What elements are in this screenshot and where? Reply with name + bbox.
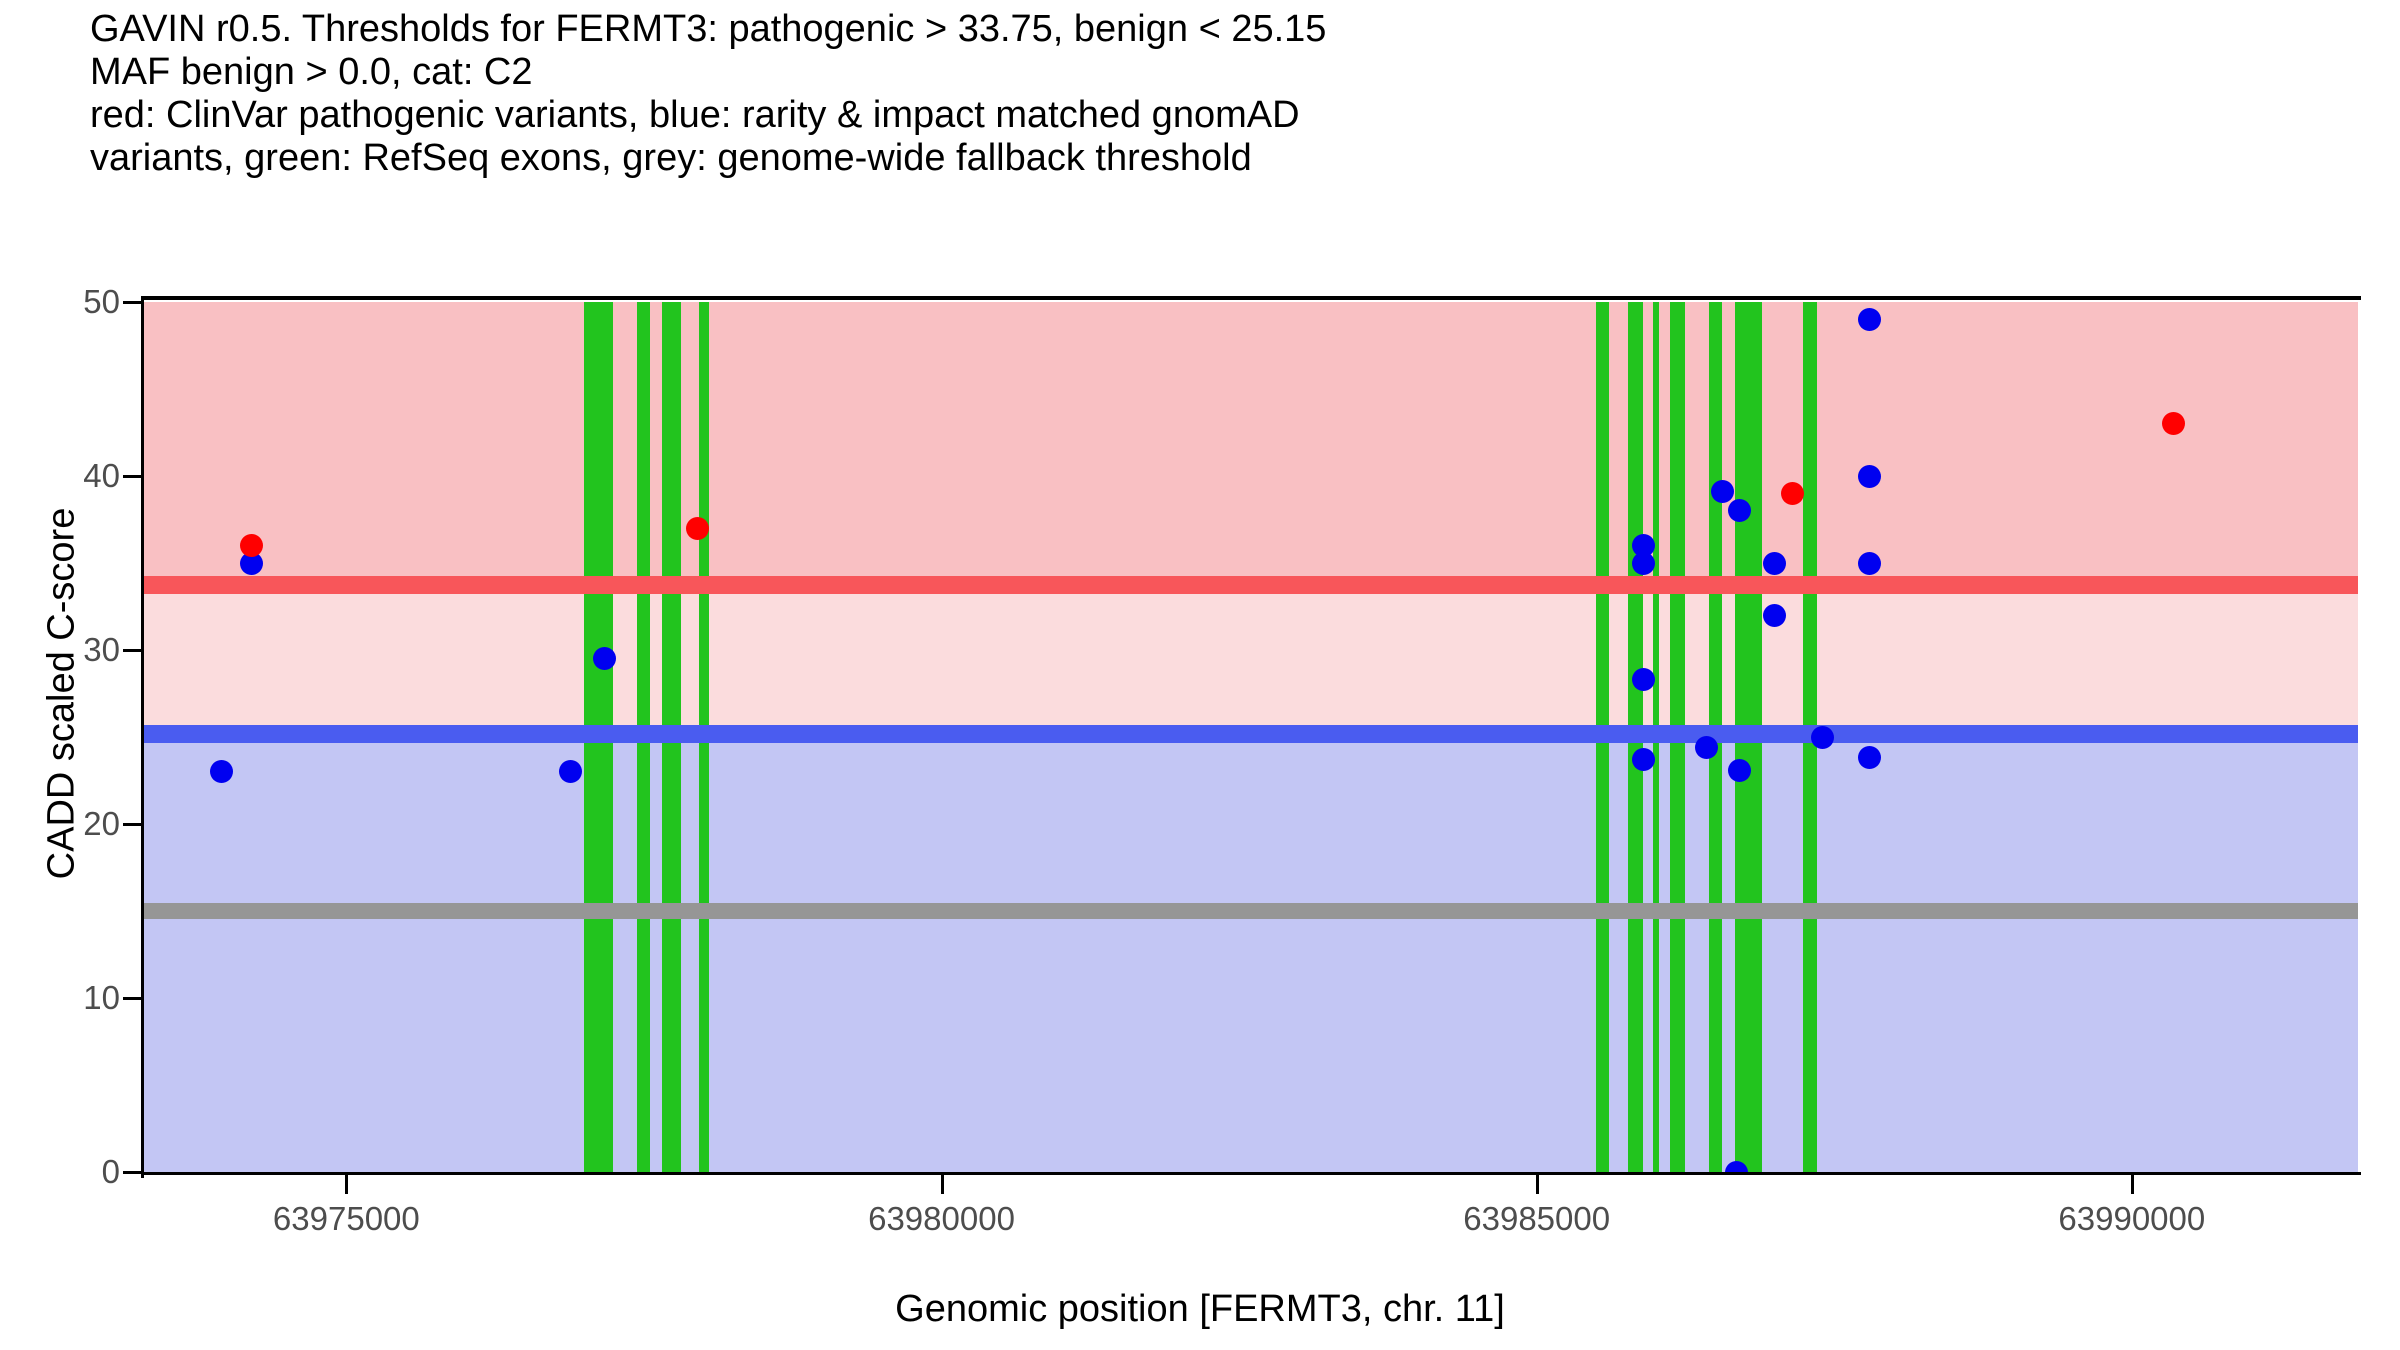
y-axis-line [141, 296, 144, 1178]
gnomad-variant-point [1710, 480, 1734, 504]
band-pathogenic [144, 302, 2358, 585]
plot-panel [144, 302, 2358, 1172]
y-tick-mark [123, 823, 142, 826]
gnomad-variant-point [1858, 746, 1882, 770]
gnomad-variant-point [1725, 1160, 1749, 1172]
gnomad-variant-point [1858, 307, 1882, 331]
gnomad-variant-point [239, 551, 263, 575]
x-axis-line [141, 1172, 2361, 1175]
gnomad-variant-point [1810, 725, 1834, 749]
y-tick-mark [123, 475, 142, 478]
band-ambiguous [144, 584, 2358, 735]
x-tick-label: 63975000 [272, 1200, 420, 1237]
pathogenic-threshold-line [144, 575, 2358, 594]
y-tick-label: 0 [101, 1153, 120, 1190]
gnomad-variant-point [1763, 551, 1787, 575]
gnomad-variant-point [209, 760, 233, 784]
band-benign [144, 734, 2358, 1172]
gnomad-variant-point [1695, 735, 1719, 759]
y-tick-label: 30 [83, 631, 120, 668]
clinvar-variant-point [239, 534, 263, 558]
x-axis-title: Genomic position [FERMT3, chr. 11] [895, 1288, 1505, 1330]
gnomad-variant-point [558, 760, 582, 784]
clinvar-variant-point [686, 516, 709, 540]
x-tick-mark [345, 1175, 349, 1194]
x-tick-mark [1535, 1175, 1539, 1194]
x-tick-label: 63985000 [1463, 1200, 1611, 1237]
y-tick-label: 10 [83, 979, 120, 1016]
gnomad-variant-point [1632, 748, 1656, 772]
gnomad-variant-point [1632, 534, 1656, 558]
x-tick-label: 63980000 [868, 1200, 1015, 1237]
benign-threshold-line [144, 725, 2358, 744]
title-line-2: MAF benign > 0.0, cat: C2 [90, 51, 533, 93]
gnomad-variant-point [1632, 551, 1656, 575]
gnomad-variant-point [1727, 758, 1751, 782]
genome-wide-fallback-line [144, 903, 2358, 919]
x-tick-label: 63990000 [2058, 1200, 2206, 1237]
gnomad-variant-point [1727, 499, 1751, 523]
gnomad-variant-point [1858, 551, 1882, 575]
title-line-4: variants, green: RefSeq exons, grey: gen… [90, 137, 1252, 179]
gnomad-variant-point [593, 647, 617, 671]
x-tick-mark [940, 1175, 944, 1194]
title-line-3: red: ClinVar pathogenic variants, blue: … [90, 94, 1300, 136]
y-tick-label: 40 [83, 457, 120, 494]
gnomad-variant-point [1858, 464, 1882, 488]
y-axis-title: CADD scaled C-score [40, 507, 83, 880]
x-tick-mark [2130, 1175, 2134, 1194]
panel-top-rule [141, 296, 2361, 300]
gnomad-variant-point [1632, 668, 1656, 692]
plot-title: GAVIN r0.5. Thresholds for FERMT3: patho… [90, 8, 2370, 180]
gnomad-variant-point [1763, 603, 1787, 627]
y-tick-label: 50 [83, 283, 120, 320]
y-tick-mark [123, 301, 142, 304]
y-tick-label: 20 [83, 805, 120, 842]
title-line-1: GAVIN r0.5. Thresholds for FERMT3: patho… [90, 8, 1327, 50]
y-tick-mark [123, 649, 142, 652]
y-tick-mark [123, 997, 142, 1000]
clinvar-variant-point [1781, 481, 1805, 505]
y-tick-mark [123, 1171, 142, 1174]
clinvar-variant-point [2162, 412, 2185, 436]
